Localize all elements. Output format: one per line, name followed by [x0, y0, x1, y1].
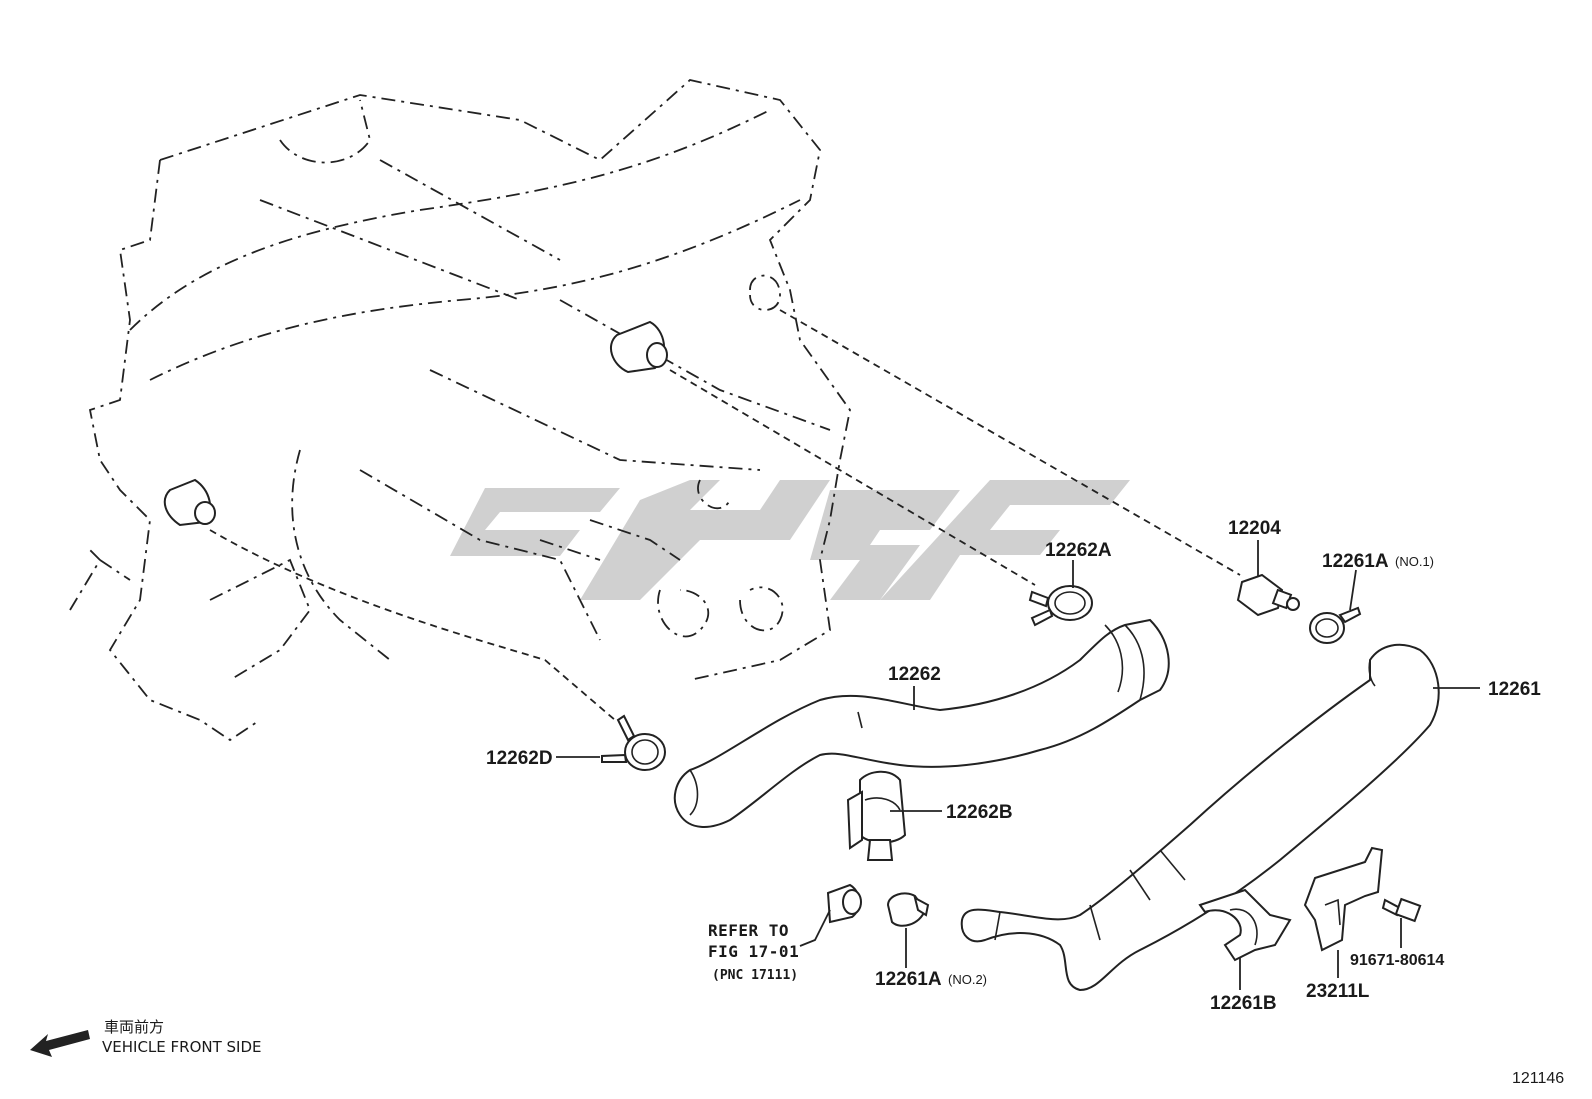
- watermark-logo: [450, 480, 1130, 600]
- refer-line-2[interactable]: FIG 17-01: [708, 942, 799, 961]
- callout-leaders: [556, 540, 1480, 990]
- label-12262A[interactable]: 12262A: [1045, 540, 1112, 561]
- figure-number: 121146: [1512, 1070, 1564, 1087]
- clamp-12262A: [1028, 585, 1093, 627]
- refer-line-3: (PNC 17111): [712, 968, 798, 983]
- clip-12261B: [1198, 888, 1292, 962]
- bolt-91671-80614: [1381, 897, 1422, 923]
- vehicle-front-indicator: 車両前方 VEHICLE FRONT SIDE: [30, 1018, 262, 1057]
- label-12261B[interactable]: 12261B: [1210, 993, 1277, 1014]
- label-12204[interactable]: 12204: [1228, 518, 1281, 539]
- label-12261A-no2-suffix: (NO.2): [948, 972, 987, 987]
- sleeve-17111: [826, 883, 862, 924]
- label-12261A-no1[interactable]: 12261A: [1322, 551, 1389, 572]
- clamp-12261A-no1: [1309, 606, 1362, 644]
- engine-outlet-stubs: [163, 320, 668, 527]
- hose-12262: [673, 618, 1170, 828]
- hose-12261: [960, 643, 1440, 992]
- clip-12262B: [846, 770, 907, 861]
- label-12261A-no1-suffix: (NO.1): [1395, 554, 1434, 569]
- refer-line-1: REFER TO: [708, 921, 789, 940]
- clamp-12262D: [601, 714, 666, 771]
- label-12262[interactable]: 12262: [888, 664, 941, 685]
- sensor-12204: [1236, 573, 1300, 617]
- clamp-12261A-no2: [886, 892, 930, 927]
- label-12262D[interactable]: 12262D: [486, 748, 553, 769]
- label-12261A-no2[interactable]: 12261A: [875, 969, 942, 990]
- label-12261[interactable]: 12261: [1488, 679, 1541, 700]
- front-label-en: VEHICLE FRONT SIDE: [102, 1038, 262, 1056]
- bracket-23211L: [1303, 846, 1384, 952]
- label-23211L[interactable]: 23211L: [1306, 981, 1370, 1002]
- front-arrow-icon: [30, 1030, 90, 1057]
- dashed-leaders: [209, 309, 1241, 721]
- engine-phantom-outline: [69, 79, 851, 742]
- label-12262B[interactable]: 12262B: [946, 802, 1013, 823]
- label-91671-80614[interactable]: 91671-80614: [1350, 952, 1444, 969]
- front-label-jp: 車両前方: [104, 1018, 164, 1036]
